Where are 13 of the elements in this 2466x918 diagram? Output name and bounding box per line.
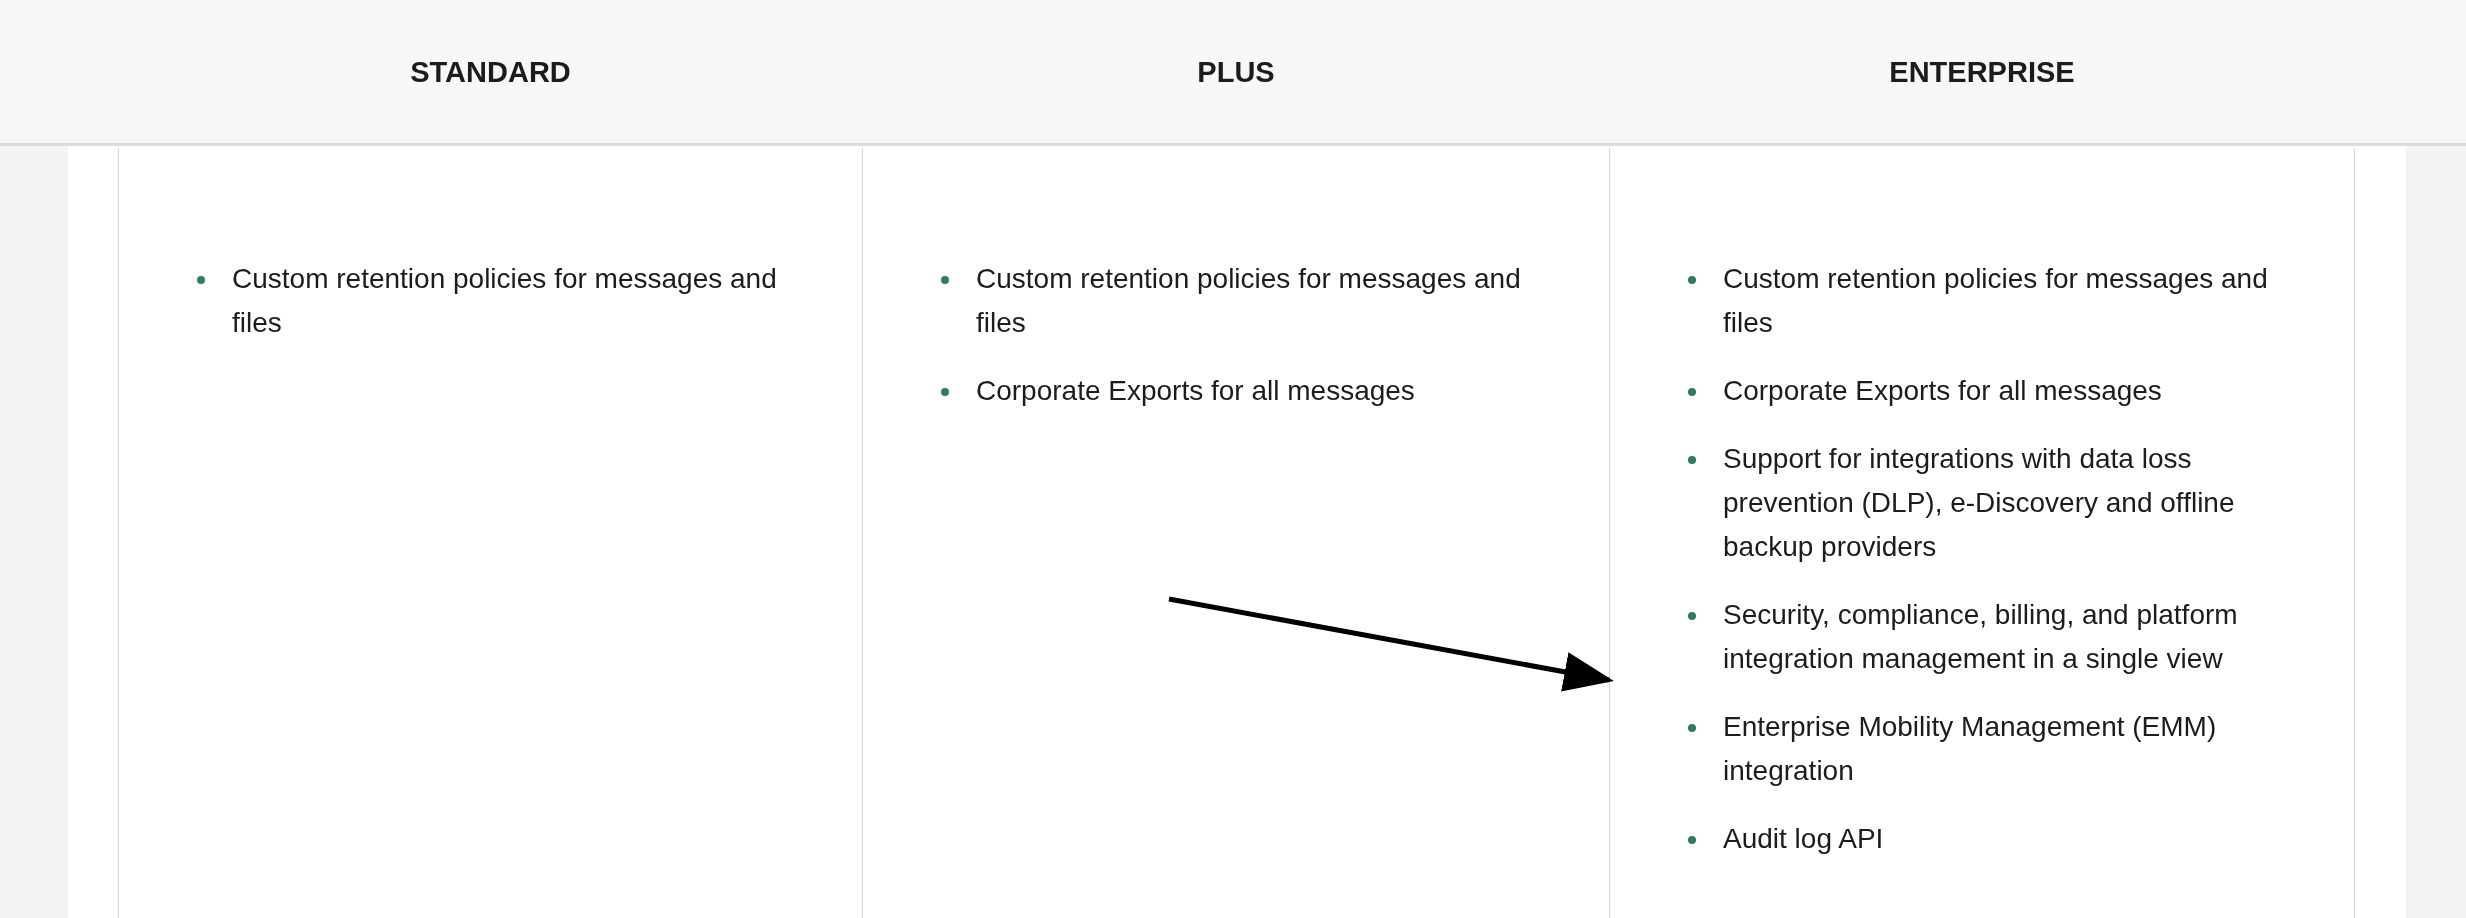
plan-heading: PLUS <box>1197 55 1275 91</box>
plan-heading: STANDARD <box>410 55 571 91</box>
feature-item: Audit log API <box>1723 822 1884 856</box>
feature-item: Support for integrations with data loss prevention (DLP), e-Discovery and offline backup providers <box>1723 442 2236 564</box>
feature-item: Custom retention policies for messages and files <box>1723 262 2269 340</box>
feature-item: Enterprise Mobility Management (EMM) integration <box>1723 710 2218 788</box>
feature-item: Custom retention policies for messages and files <box>976 262 1522 340</box>
feature-item: Custom retention policies for messages and files <box>232 262 778 340</box>
feature-item: Corporate Exports for all messages <box>1723 374 2162 408</box>
plan-heading: ENTERPRISE <box>1889 55 2075 91</box>
arrow <box>1168 596 1614 692</box>
feature-item: Corporate Exports for all messages <box>976 374 1415 408</box>
feature-item: Security, compliance, billing, and platform integration management in a single view <box>1723 598 2239 676</box>
